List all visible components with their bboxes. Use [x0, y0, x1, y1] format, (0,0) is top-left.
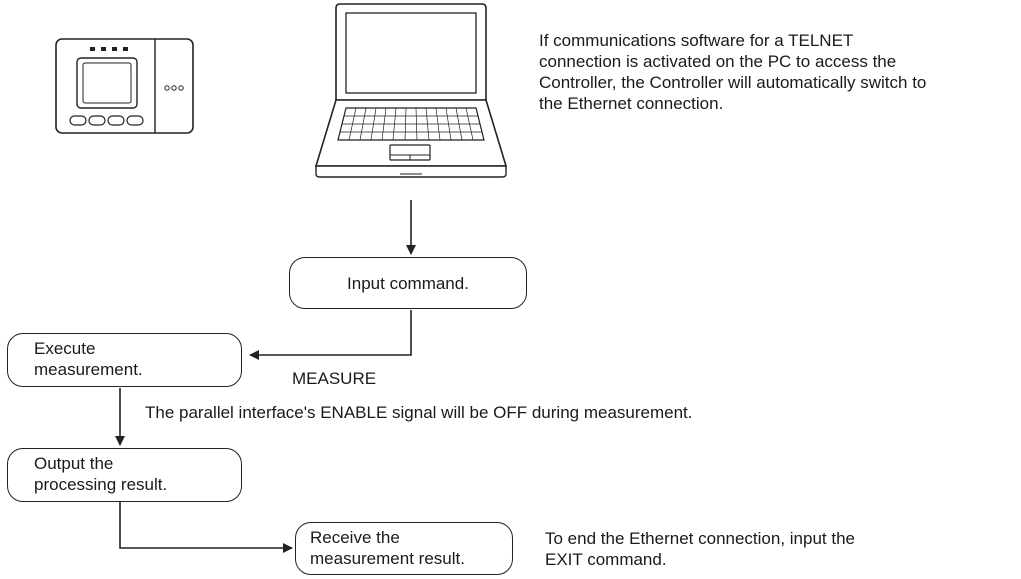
output-result-step: Output the processing result.	[7, 448, 242, 502]
execute-measurement-step: Execute measurement.	[7, 333, 242, 387]
exit-note: To end the Ethernet connection, input th…	[545, 529, 856, 569]
controller-device-icon	[55, 38, 194, 134]
arrow-input-to-execute	[249, 310, 412, 360]
arrow-output-to-receive	[119, 502, 293, 553]
input-command-label: Input command.	[347, 274, 469, 293]
input-command-step: Input command.	[289, 257, 527, 309]
receive-result-label: Receive the measurement result.	[310, 528, 465, 568]
measure-command-label: MEASURE	[292, 369, 377, 388]
execute-measurement-label: Execute measurement.	[34, 339, 143, 379]
laptop-pc-icon	[314, 3, 508, 178]
output-result-label: Output the processing result.	[34, 454, 168, 494]
telnet-note: If communications software for a TELNET …	[539, 31, 927, 113]
enable-signal-note: The parallel interface's ENABLE signal w…	[145, 403, 693, 422]
receive-result-step: Receive the measurement result.	[295, 522, 513, 575]
